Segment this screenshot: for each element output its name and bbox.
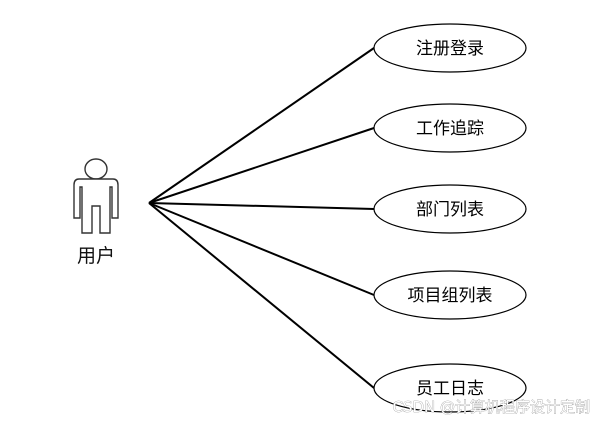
actor-label: 用户 (77, 245, 115, 267)
use-case-register-login: 注册登录 (373, 23, 527, 73)
association-line-register-login (148, 47, 375, 204)
association-line-work-tracking (148, 127, 375, 204)
watermark: CSDN @计算机程序设计定制 (392, 398, 590, 416)
actor-icon (73, 158, 119, 234)
use-case-label: 部门列表 (416, 200, 484, 220)
use-case-employee-log: 员工日志 (373, 363, 527, 413)
association-line-employee-log (148, 202, 375, 389)
use-case-label: 项目组列表 (408, 286, 493, 306)
association-line-department-list (148, 202, 375, 210)
use-case-work-tracking: 工作追踪 (373, 103, 527, 153)
use-case-project-group-list: 项目组列表 (373, 270, 527, 320)
use-case-department-list: 部门列表 (373, 184, 527, 234)
use-case-label: 工作追踪 (416, 119, 484, 139)
actor-head (84, 158, 108, 180)
association-lines (148, 47, 375, 389)
use-case-label: 注册登录 (416, 39, 484, 59)
association-line-project-group-list (148, 202, 375, 296)
actor-body (73, 178, 119, 234)
use-case-label: 员工日志 (416, 379, 484, 399)
